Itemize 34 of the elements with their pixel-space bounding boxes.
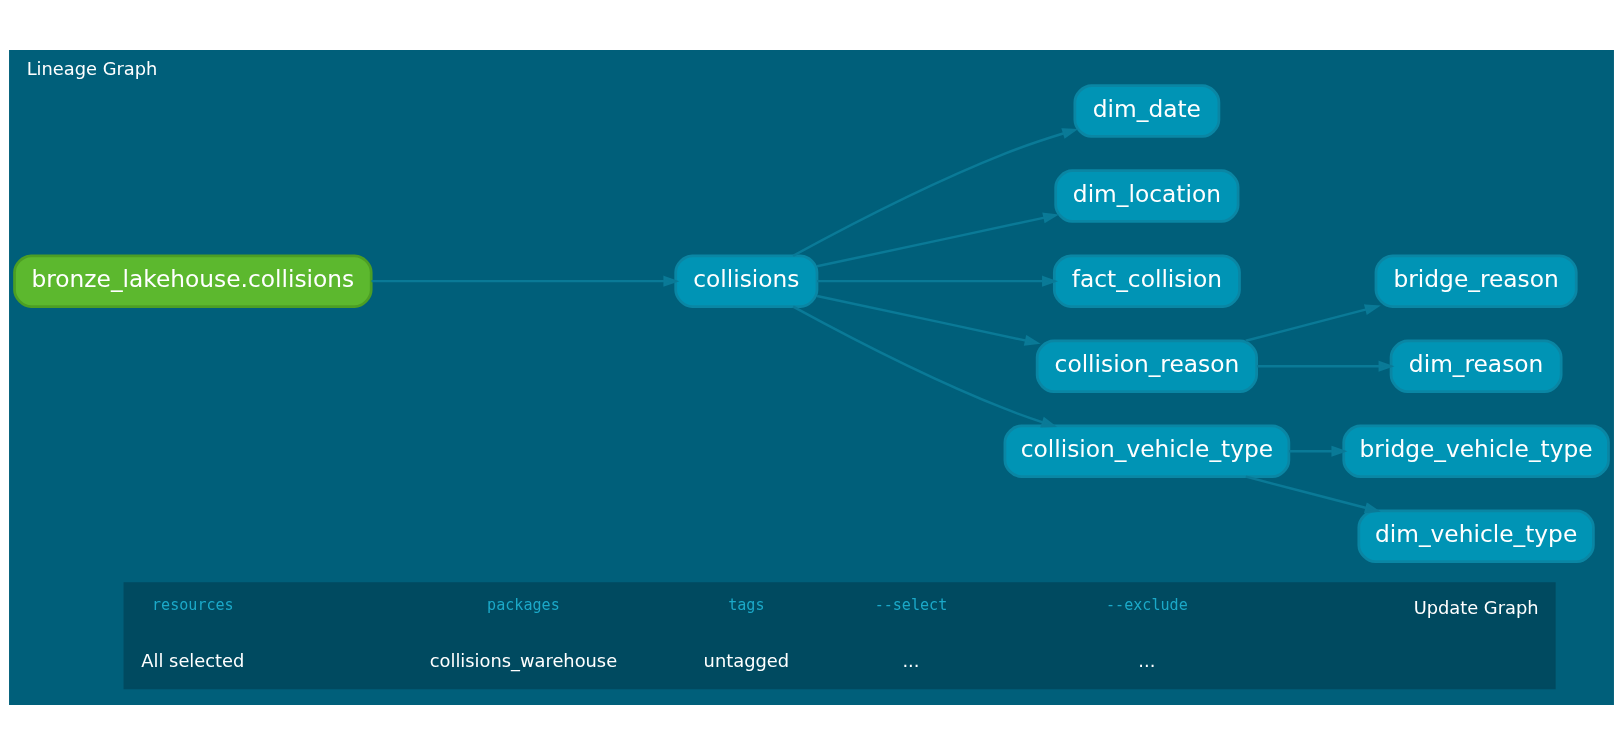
- node-box: bronze_lakehouse.collisions: [13, 253, 373, 308]
- diagram-title: Lineage Graph: [26, 57, 158, 79]
- node-box: dim_date: [1073, 83, 1221, 138]
- arrow: [817, 275, 1058, 287]
- arrow: [1245, 303, 1381, 342]
- node-box: dim_vehicle_type: [1357, 509, 1595, 563]
- arrow: [1245, 474, 1381, 513]
- node-box: dim_location: [1054, 168, 1240, 223]
- arrow: [792, 127, 1079, 257]
- label: Update Graph: [1413, 596, 1539, 618]
- node-box: collisions: [674, 253, 819, 308]
- label: --select: [874, 595, 948, 614]
- arrow: [371, 275, 680, 287]
- label: packages: [487, 595, 560, 614]
- node-box: fact_collision: [1052, 253, 1241, 308]
- label: All selected: [141, 649, 245, 671]
- node-box: dim_reason: [1389, 338, 1563, 393]
- label: ...: [1138, 649, 1156, 671]
- arrow: [1289, 445, 1348, 457]
- arrow: [792, 304, 1058, 427]
- node-box: collision_vehicle_type: [1003, 424, 1291, 478]
- label: --exclude: [1106, 595, 1188, 614]
- node-box: bridge_reason: [1374, 253, 1578, 308]
- node-box: collision_reason: [1035, 338, 1258, 393]
- node-bar: [123, 581, 1556, 689]
- label: resources: [152, 595, 234, 614]
- label: ...: [902, 649, 920, 671]
- arrow: [816, 294, 1041, 346]
- label: collisions_warehouse: [429, 649, 618, 671]
- node-box: bridge_vehicle_type: [1342, 424, 1610, 478]
- arrow: [816, 211, 1059, 268]
- label: tags: [728, 595, 765, 614]
- label: untagged: [703, 649, 790, 671]
- arrow: [1256, 360, 1395, 372]
